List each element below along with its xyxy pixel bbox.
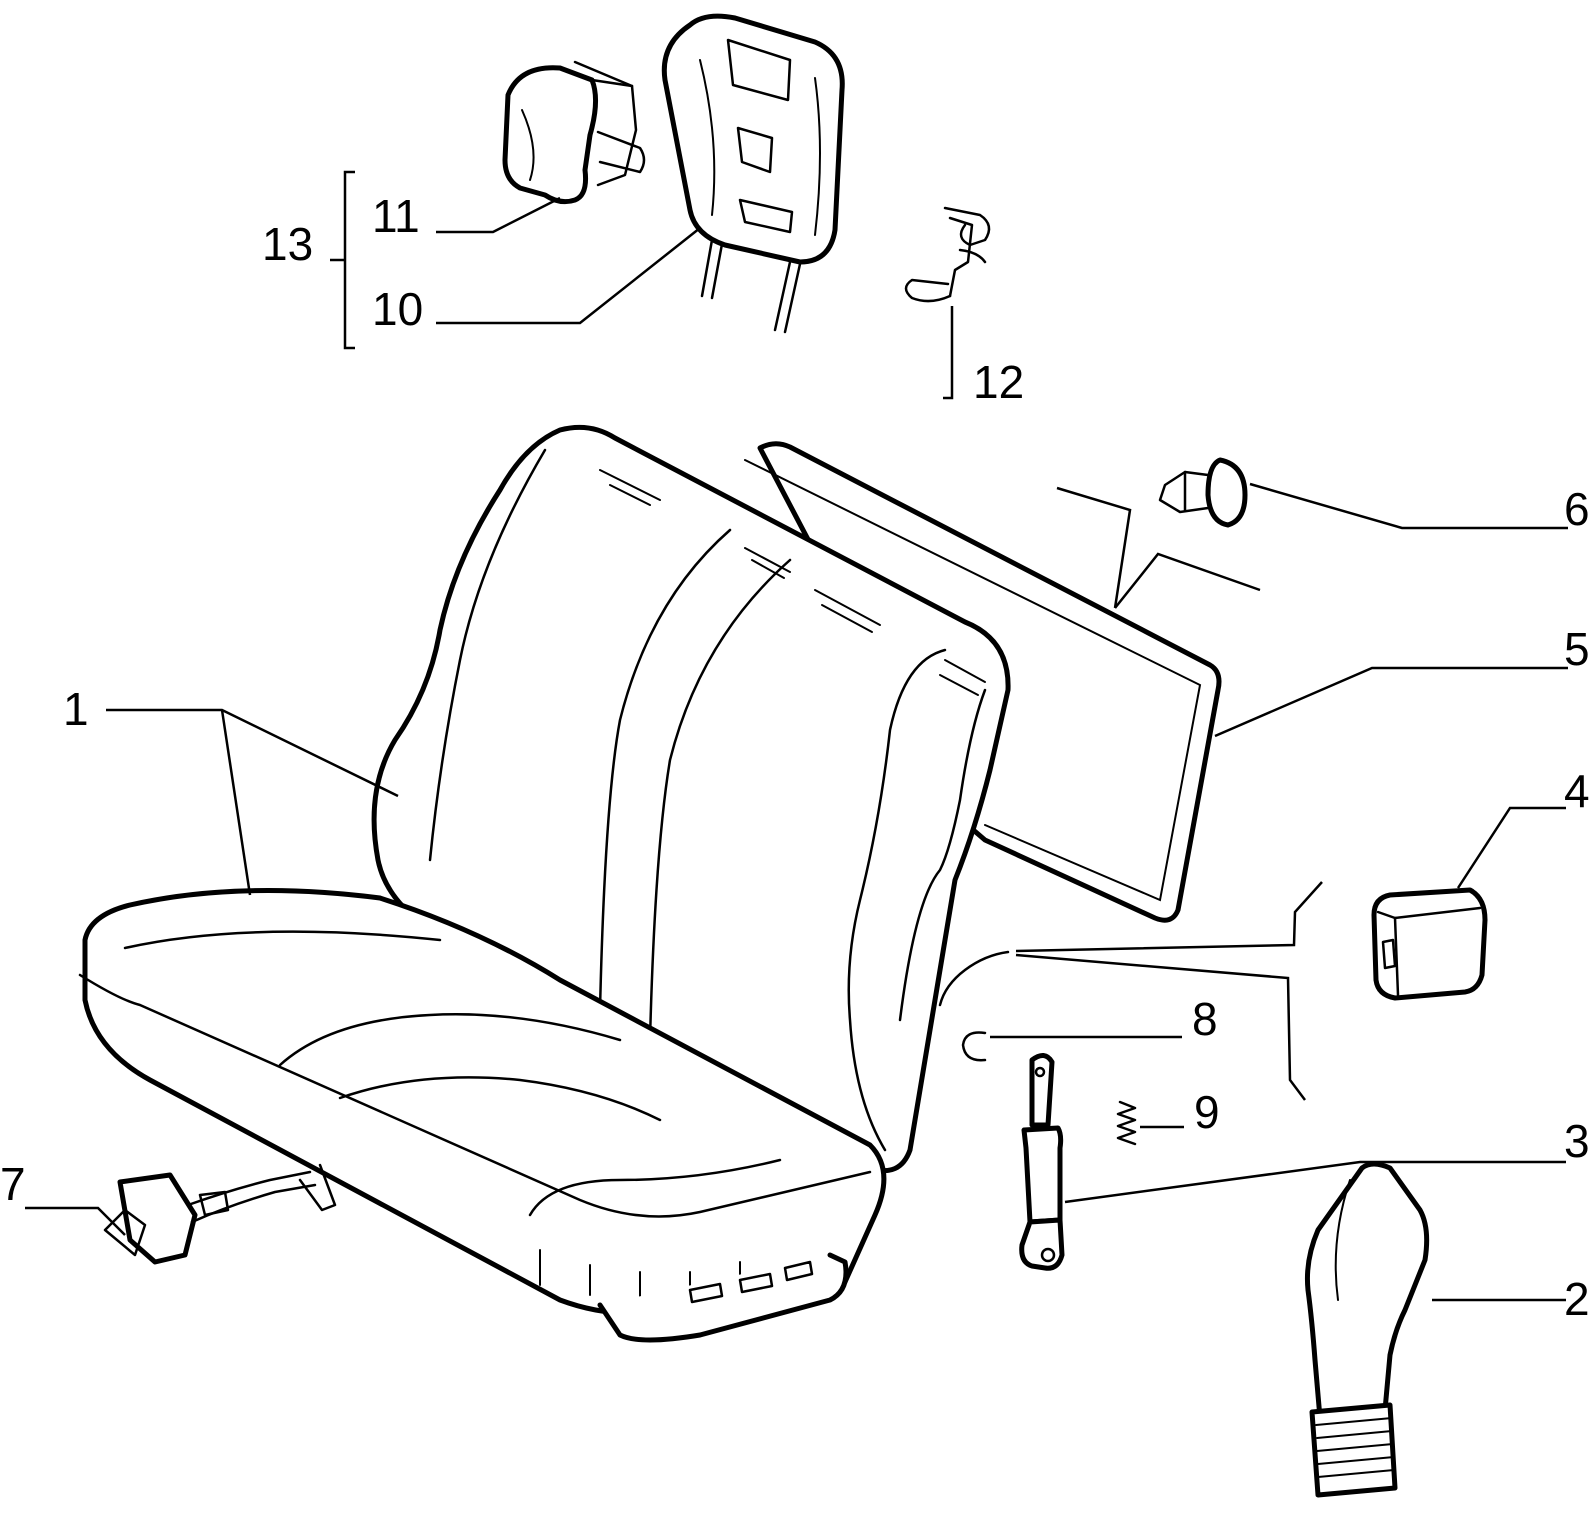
callout-5: 5 — [1564, 623, 1590, 675]
callout-12: 12 — [973, 356, 1024, 408]
callout-11: 11 — [372, 190, 420, 242]
callout-13: 13 — [262, 218, 313, 270]
release-lever — [1305, 1161, 1430, 1498]
callout-9: 9 — [1194, 1086, 1220, 1138]
callout-3: 3 — [1564, 1115, 1590, 1167]
callout-6: 6 — [1564, 483, 1590, 535]
callout-2: 2 — [1564, 1273, 1590, 1325]
callout-1: 1 — [63, 683, 89, 735]
seat-backrest — [371, 424, 1011, 1174]
headrest-guide — [502, 60, 646, 205]
callout-7: 7 — [0, 1158, 26, 1210]
headrest — [661, 13, 845, 334]
clip — [904, 206, 991, 303]
circlip — [961, 1031, 987, 1062]
callout-8: 8 — [1192, 993, 1218, 1045]
push-fastener — [1158, 457, 1248, 528]
callout-10: 10 — [372, 283, 423, 335]
switch — [103, 1170, 317, 1265]
leader-lines — [25, 170, 1568, 1302]
callout-4: 4 — [1564, 765, 1590, 817]
spring — [1116, 1100, 1137, 1146]
gas-strut — [1019, 1053, 1065, 1271]
seat-cushion — [78, 887, 887, 1343]
callout-labels: 1 2 3 4 5 6 7 8 9 10 11 12 13 — [0, 190, 1590, 1325]
cover-cap — [1371, 887, 1488, 1001]
